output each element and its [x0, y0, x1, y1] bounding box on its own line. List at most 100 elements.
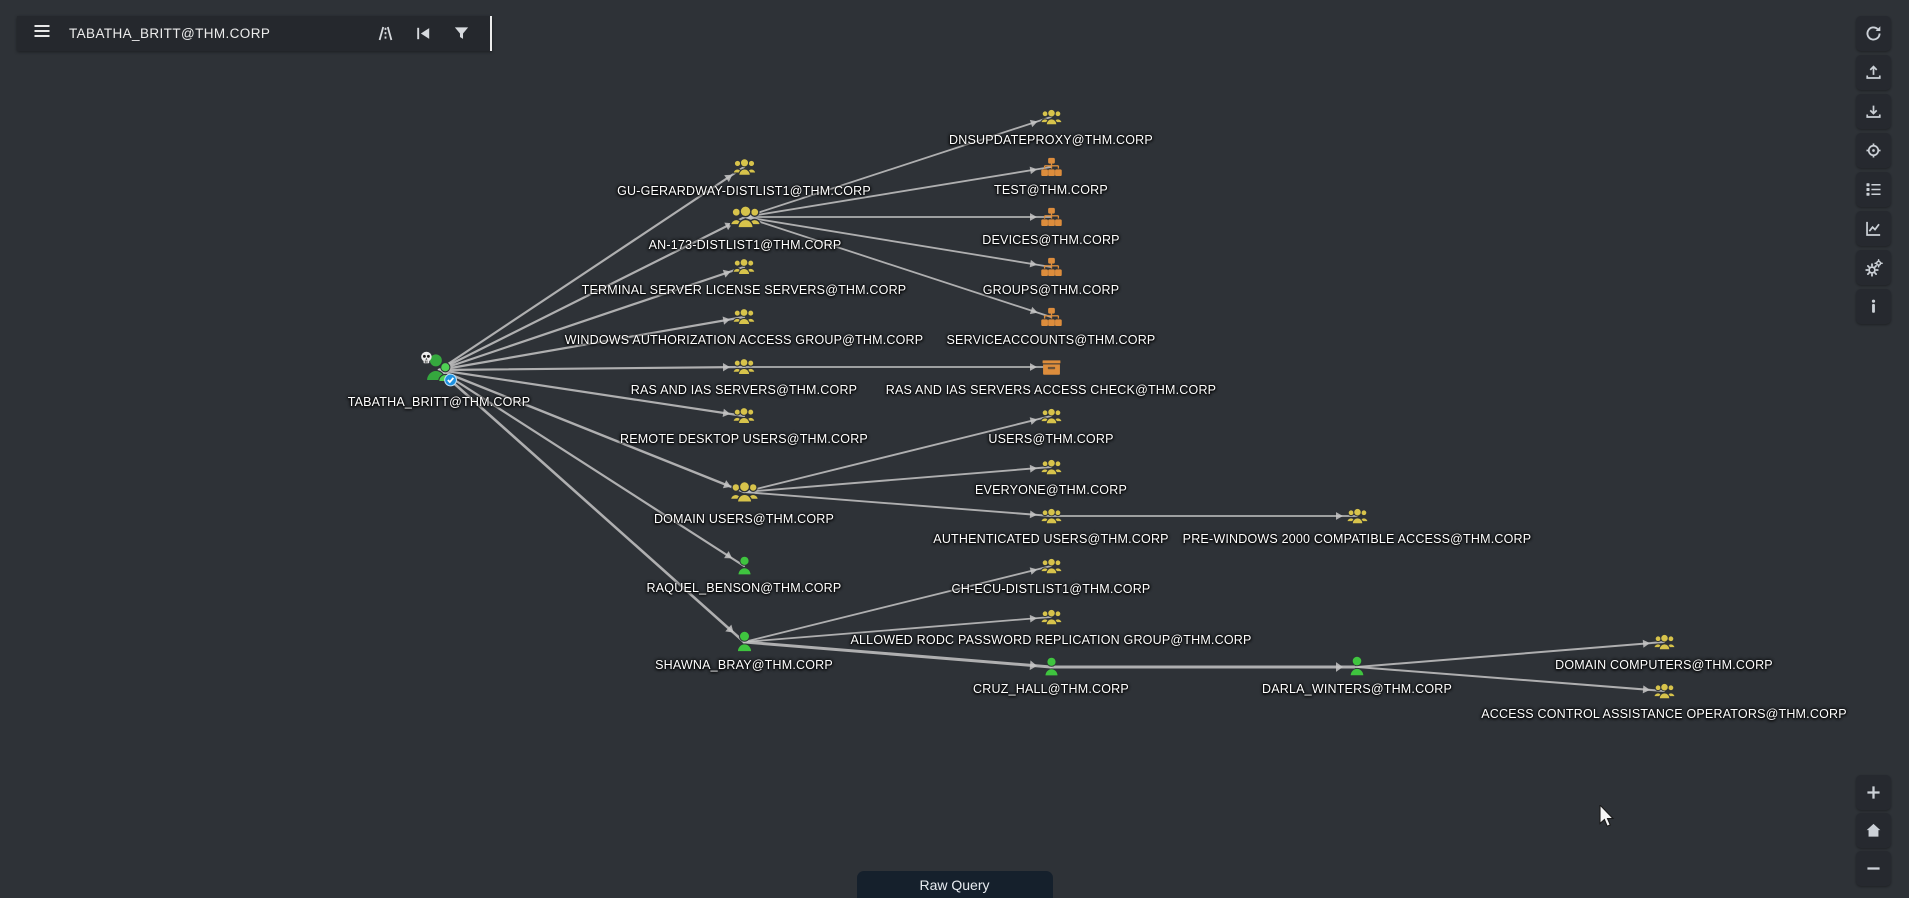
graph-edge[interactable]	[744, 116, 1052, 218]
graph-edge[interactable]	[742, 640, 1053, 669]
graph-node[interactable]	[733, 630, 756, 654]
graph-node[interactable]	[1040, 256, 1063, 279]
graph-edge-arrow	[724, 174, 733, 183]
graph-edge[interactable]	[744, 166, 1052, 218]
graph-node[interactable]	[1040, 356, 1063, 379]
graph-edge[interactable]	[1356, 641, 1665, 668]
node-label: ACCESS CONTROL ASSISTANCE OPERATORS@THM.…	[1481, 706, 1847, 721]
graph-edge[interactable]	[743, 466, 1052, 493]
graph-node[interactable]	[729, 477, 760, 508]
plus-icon	[1867, 786, 1880, 799]
graph-node[interactable]	[418, 349, 460, 391]
node-label: GROUPS@THM.CORP	[982, 282, 1120, 297]
checklist-button[interactable]	[1856, 172, 1891, 207]
graph-node[interactable]	[1039, 606, 1063, 629]
graph-node[interactable]	[1039, 405, 1063, 428]
graph-edge-arrow	[1030, 213, 1037, 221]
zoom-toolbar	[1856, 775, 1891, 886]
node-label: ALLOWED RODC PASSWORD REPLICATION GROUP@…	[850, 632, 1252, 647]
node-label: TABATHA_BRITT@THM.CORP	[347, 395, 531, 409]
back-button[interactable]	[414, 24, 433, 43]
graph-edge[interactable]	[437, 368, 746, 568]
graph-edge[interactable]	[743, 565, 1052, 643]
graph-edge-arrow	[722, 408, 731, 418]
node-label: USERS@THM.CORP	[988, 431, 1114, 446]
route-icon	[378, 26, 393, 41]
target-button[interactable]	[1856, 133, 1891, 168]
graph-node[interactable]	[1652, 631, 1676, 654]
graph-edge-arrow	[724, 551, 733, 559]
skull-owned-icon	[421, 351, 432, 364]
minus-button[interactable]	[1856, 851, 1891, 886]
graph-edge[interactable]	[437, 368, 746, 494]
graph-edge-arrow	[722, 316, 731, 325]
search-input[interactable]: TABATHA_BRITT@THM.CORP	[69, 26, 271, 41]
node-label: AN-173-DISTLIST1@THM.CORP	[648, 237, 842, 252]
settings-button[interactable]	[1856, 250, 1891, 285]
graph-edge[interactable]	[437, 265, 746, 372]
graph-edge-arrow	[1029, 660, 1038, 671]
raw-query-button[interactable]: Raw Query	[856, 871, 1053, 898]
graph-node[interactable]	[1041, 656, 1062, 678]
graph-node[interactable]	[1039, 106, 1063, 129]
menu-button[interactable]	[17, 21, 52, 46]
graph-node[interactable]	[734, 555, 755, 577]
graph-node[interactable]	[1346, 655, 1368, 678]
graph-edge-arrow	[1029, 614, 1038, 623]
graph-edge[interactable]	[437, 315, 746, 372]
target-icon	[1866, 143, 1881, 158]
node-label: REMOTE DESKTOP USERS@THM.CORP	[620, 432, 868, 446]
raw-query-label: Raw Query	[919, 876, 990, 893]
info-button[interactable]	[1856, 289, 1891, 324]
route-button[interactable]	[376, 24, 395, 43]
graph-edge[interactable]	[744, 216, 1052, 318]
graph-node[interactable]	[732, 404, 756, 428]
graph-node[interactable]	[1039, 505, 1063, 528]
graph-edge[interactable]	[437, 165, 746, 372]
refresh-button[interactable]	[1856, 16, 1891, 51]
node-label: DOMAIN USERS@THM.CORP	[653, 511, 835, 526]
graph-edge-arrow	[1029, 417, 1038, 425]
graph-edge-arrow	[725, 624, 734, 633]
upload-button[interactable]	[1856, 55, 1891, 90]
chart-button[interactable]	[1856, 211, 1891, 246]
plus-button[interactable]	[1856, 775, 1891, 810]
graph-node[interactable]	[731, 155, 757, 180]
graph-node[interactable]	[1039, 456, 1063, 479]
graph-node[interactable]	[1040, 306, 1063, 329]
filter-button[interactable]	[452, 24, 471, 43]
node-label: RAQUEL_BENSON@THM.CORP	[646, 580, 842, 595]
graph-node[interactable]	[732, 355, 756, 379]
graph-edge-arrow	[1029, 119, 1038, 128]
graph-edge[interactable]	[437, 368, 746, 644]
graph-edge[interactable]	[743, 415, 1052, 493]
graph-node[interactable]	[1345, 505, 1369, 528]
graph-edge[interactable]	[437, 368, 746, 418]
upload-icon	[1866, 65, 1881, 79]
node-label: TEST@THM.CORP	[994, 182, 1108, 197]
node-label: CH-ECU-DISTLIST1@THM.CORP	[951, 581, 1151, 596]
graph-node[interactable]	[1652, 680, 1676, 703]
graph-edge[interactable]	[743, 491, 1052, 517]
graph-edge[interactable]	[744, 216, 1052, 268]
graph-node[interactable]	[1040, 206, 1063, 229]
node-label: TERMINAL SERVER LICENSE SERVERS@THM.CORP	[581, 283, 907, 297]
graph-node[interactable]	[732, 255, 756, 279]
node-label: RAS AND IAS SERVERS@THM.CORP	[630, 383, 858, 397]
graph-node[interactable]	[729, 201, 762, 234]
graph-edge[interactable]	[743, 616, 1052, 643]
graph-node[interactable]	[1039, 555, 1063, 578]
graph-edge[interactable]	[437, 365, 746, 372]
graph-node[interactable]	[732, 305, 756, 329]
graph-node[interactable]	[1040, 156, 1063, 179]
home-button[interactable]	[1856, 813, 1891, 848]
download-button[interactable]	[1856, 94, 1891, 129]
graph-edge-arrow	[1029, 510, 1038, 519]
graph-edge-arrow	[1336, 512, 1343, 520]
refresh-icon	[1866, 26, 1881, 41]
home-icon	[1866, 823, 1881, 837]
graph-edge[interactable]	[1356, 666, 1665, 692]
graph-edge[interactable]	[437, 215, 747, 372]
